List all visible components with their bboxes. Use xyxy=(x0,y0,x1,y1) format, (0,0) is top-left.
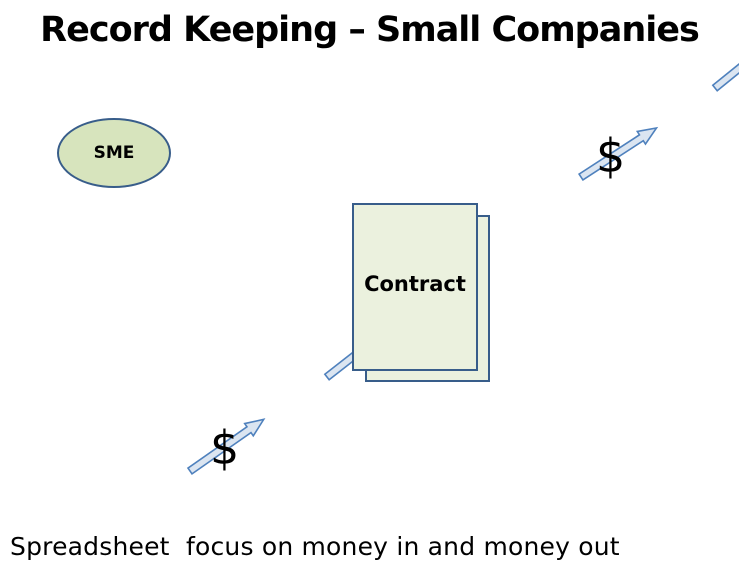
money-in-symbol: $ xyxy=(596,129,626,183)
contract-document: Contract xyxy=(352,203,478,371)
sme-label: SME xyxy=(93,143,135,163)
slide-caption: Spreadsheet focus on money in and money … xyxy=(10,532,620,561)
slide-title: Record Keeping – Small Companies xyxy=(40,10,700,50)
contract-label: Contract xyxy=(364,272,466,296)
money-out-symbol: $ xyxy=(210,421,240,475)
arrow-down-left-icon xyxy=(709,24,739,95)
sme-entity-oval: SME xyxy=(57,118,171,188)
